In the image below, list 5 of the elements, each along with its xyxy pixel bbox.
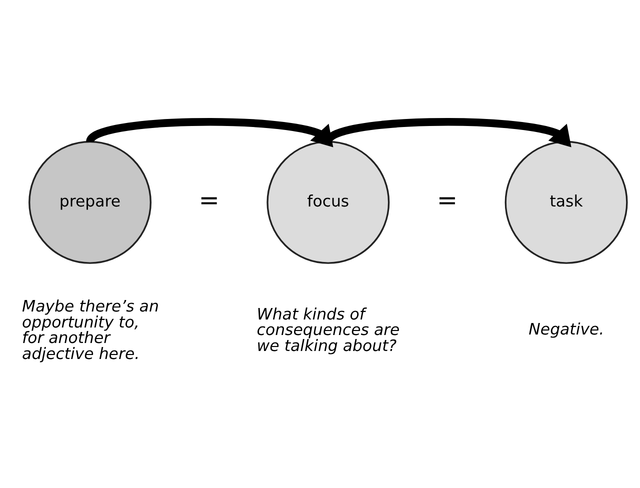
label: = — [198, 185, 220, 214]
node-label: Maybe there’s an opportunity to, for another adjective here. — [22, 296, 159, 362]
node-label: What kinds of consequences are we talking about? — [256, 304, 400, 354]
node-label: Negative. — [528, 319, 604, 338]
label: = — [436, 185, 458, 214]
